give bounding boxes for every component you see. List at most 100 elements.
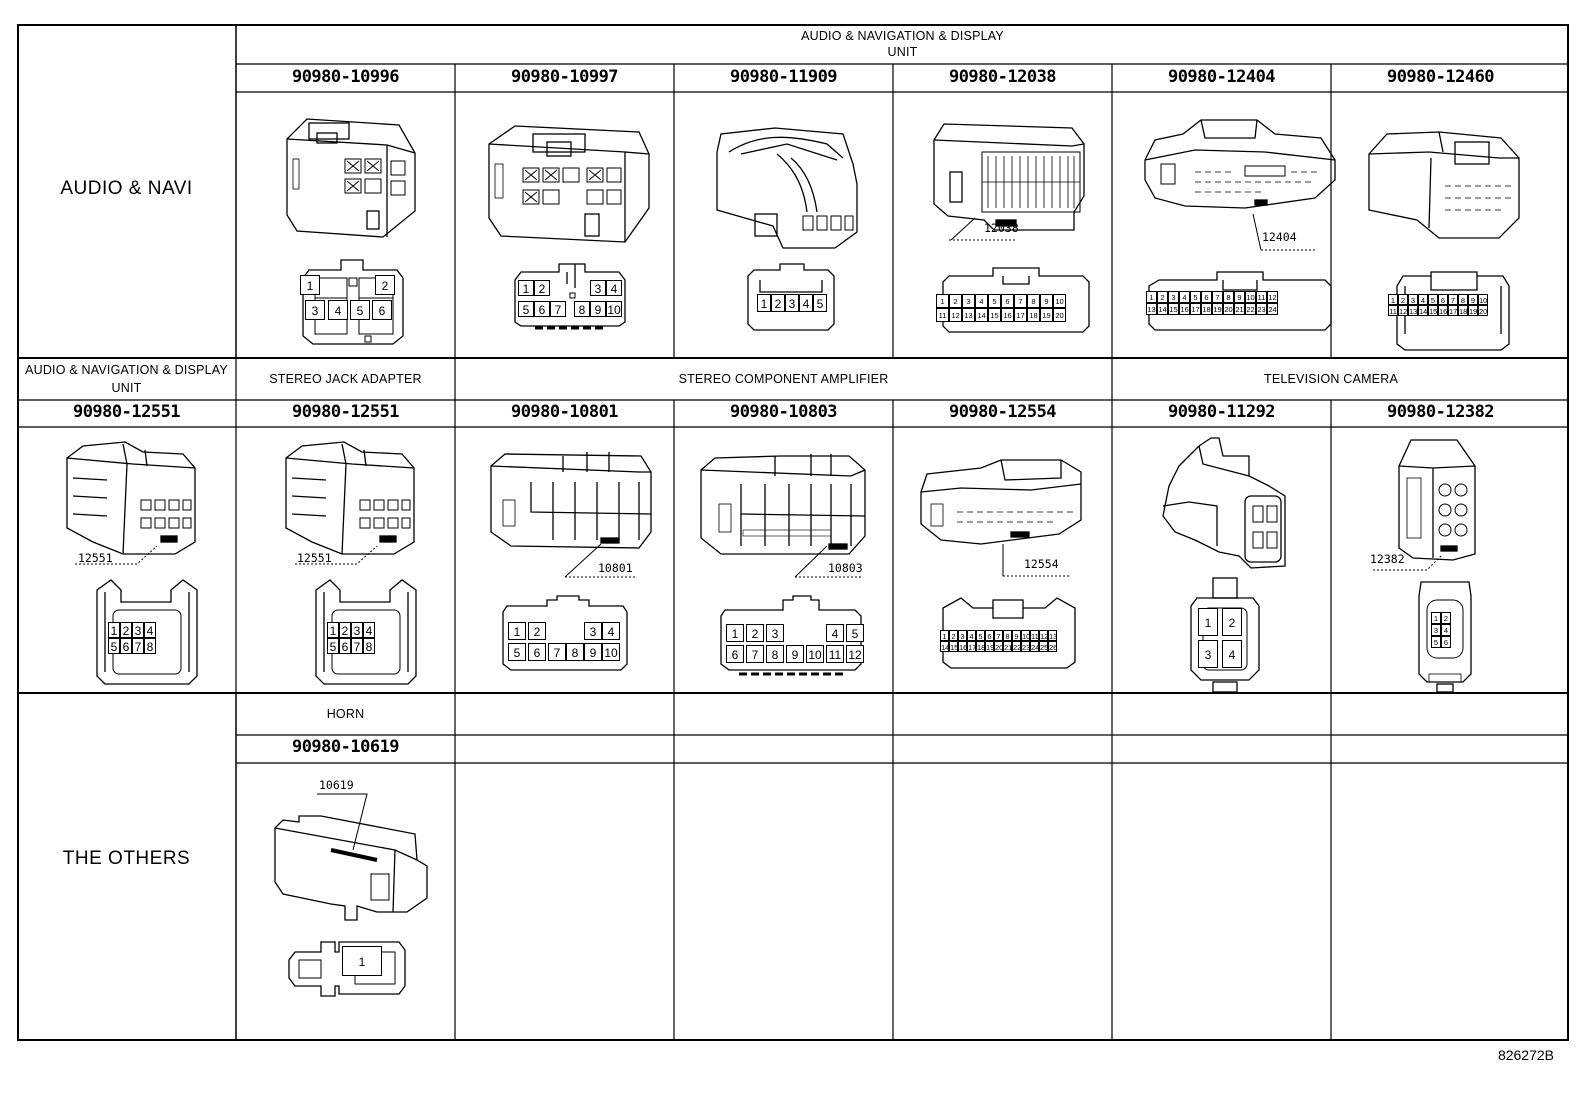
pin-12038-11: 11 <box>936 308 949 322</box>
pin-12554-25: 25 <box>1039 641 1049 652</box>
callout-12038-leader <box>950 217 976 241</box>
pin-12554-26: 26 <box>1048 641 1058 652</box>
pin-12038-14: 14 <box>975 308 988 322</box>
pin-12404-21: 21 <box>1234 303 1245 315</box>
pin-10803-5: 5 <box>846 624 864 642</box>
pin-12551-8: 8 <box>363 638 375 654</box>
pin-12460-10: 10 <box>1478 294 1488 305</box>
connector-12551-iso-a <box>66 441 196 555</box>
pin-12404-2: 2 <box>1157 291 1168 303</box>
connector-12038-face <box>942 267 1090 333</box>
pin-12404-9: 9 <box>1234 291 1245 303</box>
connector-11909-iso <box>716 127 858 249</box>
connector-10996-iso <box>286 118 416 238</box>
pin-12554-21: 21 <box>1003 641 1013 652</box>
pin-12404-16: 16 <box>1179 303 1190 315</box>
connector-12382-iso <box>1398 439 1476 561</box>
pin-12460-8: 8 <box>1458 294 1468 305</box>
pin-12404-19: 19 <box>1212 303 1223 315</box>
callout-10801-leader <box>564 543 602 578</box>
pin-12404-12: 12 <box>1267 291 1278 303</box>
pin-12038-10: 10 <box>1053 294 1066 308</box>
pin-10803-9: 9 <box>786 645 804 663</box>
pin-12404-7: 7 <box>1212 291 1223 303</box>
connector-12551-face-b <box>315 579 417 685</box>
callout-12551b: 12551 <box>297 551 332 565</box>
pin-12554-18: 18 <box>976 641 986 652</box>
pin-12554-7: 7 <box>994 630 1003 641</box>
callout-12554: 12554 <box>1024 557 1059 571</box>
connector-10801-iso <box>490 452 652 549</box>
connector-table <box>17 24 1569 1041</box>
pin-12460-5: 5 <box>1428 294 1438 305</box>
pin-12460-4: 4 <box>1418 294 1428 305</box>
row-label-audio-navi: AUDIO & NAVI <box>60 178 193 199</box>
callout-10803-leader <box>794 545 828 578</box>
pin-10803-11: 11 <box>826 645 844 663</box>
pin-12404-18: 18 <box>1201 303 1212 315</box>
pin-12554-2: 2 <box>949 630 958 641</box>
pin-10803-12: 12 <box>846 645 864 663</box>
pin-12404-6: 6 <box>1201 291 1212 303</box>
pin-10801-5: 5 <box>508 643 526 661</box>
part-number-90980-10997: 90980-10997 <box>510 67 619 87</box>
pin-10801-10: 10 <box>602 643 620 661</box>
pin-12460-7: 7 <box>1448 294 1458 305</box>
pin-12551-7: 7 <box>351 638 363 654</box>
pin-12554-10: 10 <box>1021 630 1031 641</box>
part-number-90980-12460: 90980-12460 <box>1386 67 1495 87</box>
connector-12554-face <box>942 597 1076 669</box>
part-number-90980-10996: 90980-10996 <box>291 67 400 87</box>
pin-12038-2: 2 <box>949 294 962 308</box>
callout-12404: 12404 <box>1262 230 1297 244</box>
pin-10997-5: 5 <box>518 301 534 317</box>
pin-10997-8: 8 <box>574 301 590 317</box>
pin-12404-23: 23 <box>1256 303 1267 315</box>
pin-12038-5: 5 <box>988 294 1001 308</box>
pin-11292-4: 4 <box>1222 640 1242 668</box>
pin-12460-19: 19 <box>1468 305 1478 316</box>
pin-12038-7: 7 <box>1014 294 1027 308</box>
pin-12382-5: 5 <box>1431 636 1441 648</box>
pin-12038-12: 12 <box>949 308 962 322</box>
pin-12551-5: 5 <box>108 638 120 654</box>
pin-12554-3: 3 <box>958 630 967 641</box>
pin-12038-18: 18 <box>1027 308 1040 322</box>
pin-10996-5: 5 <box>350 300 370 320</box>
pin-12554-8: 8 <box>1003 630 1012 641</box>
pin-12551-1: 1 <box>108 622 120 638</box>
part-number-90980-12551-a: 90980-12551 <box>72 402 181 422</box>
connector-12460-iso <box>1368 131 1520 239</box>
pin-12404-15: 15 <box>1168 303 1179 315</box>
pin-10801-1: 1 <box>508 622 526 640</box>
pin-12554-24: 24 <box>1030 641 1040 652</box>
connector-10803-iso <box>700 454 866 555</box>
pin-10801-2: 2 <box>528 622 546 640</box>
row-label-the-others: THE OTHERS <box>62 848 191 869</box>
pin-11909-4: 4 <box>799 294 813 312</box>
connector-10801-face <box>502 595 628 671</box>
pin-10997-3: 3 <box>590 280 606 296</box>
pin-12551-3: 3 <box>351 622 363 638</box>
part-number-90980-10619: 90980-10619 <box>291 737 400 757</box>
pin-12038-8: 8 <box>1027 294 1040 308</box>
pin-12551-4: 4 <box>144 622 156 638</box>
pin-10801-7: 7 <box>548 643 566 661</box>
pin-12460-3: 3 <box>1408 294 1418 305</box>
pin-12404-1: 1 <box>1146 291 1157 303</box>
pin-12404-24: 24 <box>1267 303 1278 315</box>
pin-11292-1: 1 <box>1198 608 1218 636</box>
pin-10801-3: 3 <box>584 622 602 640</box>
pin-12554-22: 22 <box>1012 641 1022 652</box>
pin-12460-2: 2 <box>1398 294 1408 305</box>
pin-12038-4: 4 <box>975 294 988 308</box>
pin-12551-3: 3 <box>132 622 144 638</box>
pin-12554-6: 6 <box>985 630 994 641</box>
pin-12554-15: 15 <box>949 641 959 652</box>
pin-12038-13: 13 <box>962 308 975 322</box>
callout-10803: 10803 <box>828 561 863 575</box>
connector-11909-face <box>747 263 835 331</box>
pin-12382-2: 2 <box>1441 612 1451 624</box>
callout-10619-leader <box>317 793 368 851</box>
pin-12551-2: 2 <box>120 622 132 638</box>
